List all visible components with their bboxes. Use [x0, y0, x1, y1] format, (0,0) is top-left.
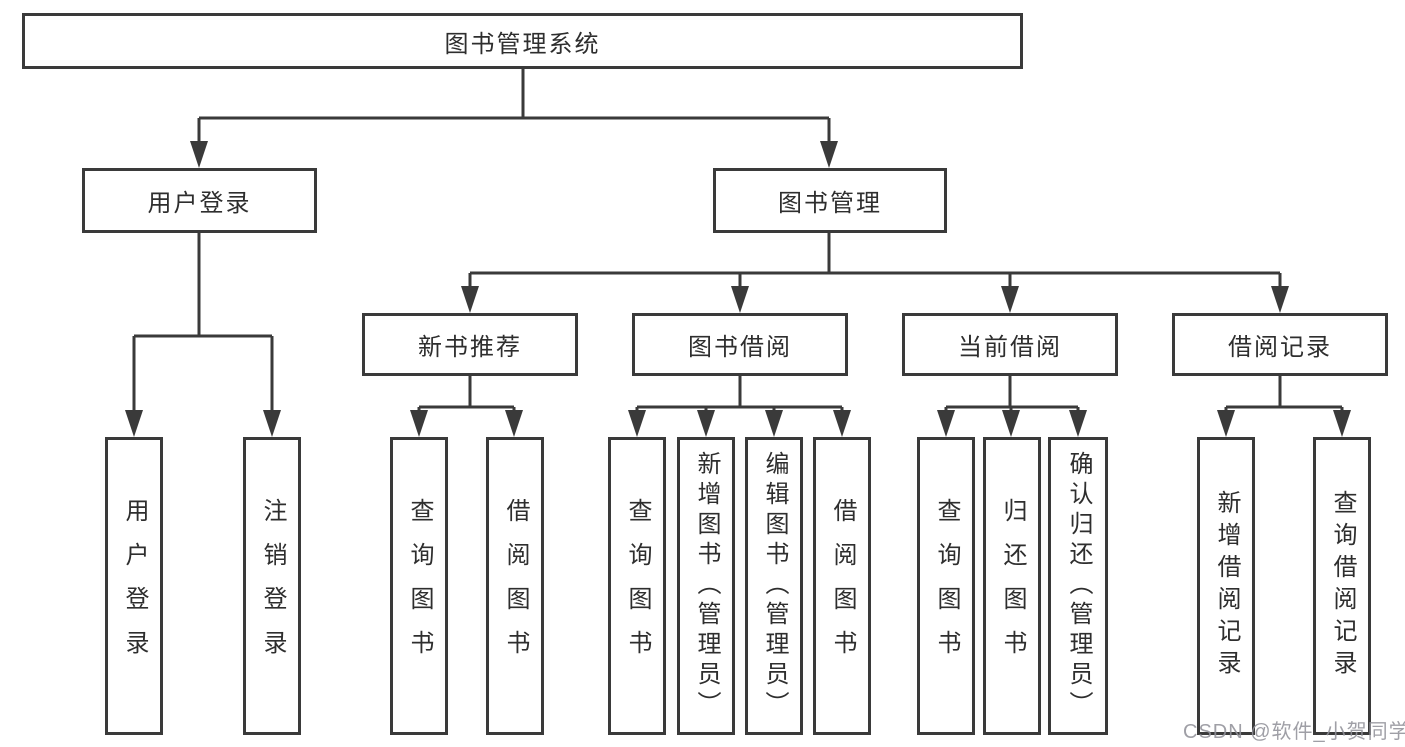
- leaf-borrow-add-admin-label: 新增图书（管理员）: [693, 451, 720, 721]
- leaf-current-search: 查询图书: [917, 437, 975, 735]
- node-current-borrow: 当前借阅: [902, 313, 1118, 376]
- node-book-management: 图书管理: [713, 168, 947, 233]
- leaf-newbook-borrow: 借阅图书: [486, 437, 544, 735]
- leaf-newbook-borrow-label: 借阅图书: [502, 498, 529, 674]
- leaf-return-book: 归还图书: [983, 437, 1041, 735]
- leaf-newbook-search: 查询图书: [390, 437, 448, 735]
- leaf-borrow-search: 查询图书: [608, 437, 666, 735]
- leaf-confirm-return-admin-label: 确认归还（管理员）: [1065, 451, 1092, 721]
- leaf-add-borrow-record-label: 新增借阅记录: [1213, 490, 1240, 682]
- node-borrow-records: 借阅记录: [1172, 313, 1388, 376]
- leaf-newbook-search-label: 查询图书: [406, 498, 433, 674]
- leaf-logout-label: 注销登录: [259, 498, 286, 674]
- node-new-book-recommend: 新书推荐: [362, 313, 578, 376]
- node-system-root-label: 图书管理系统: [444, 30, 601, 58]
- leaf-confirm-return-admin: 确认归还（管理员）: [1048, 437, 1108, 735]
- node-book-borrow-label: 图书借阅: [688, 334, 792, 361]
- connector-arrowheads: [125, 141, 1351, 437]
- leaf-borrow-edit-admin: 编辑图书（管理员）: [745, 437, 803, 735]
- leaf-return-book-label: 归还图书: [999, 498, 1026, 674]
- leaf-borrow-book-label: 借阅图书: [829, 498, 856, 674]
- node-current-borrow-label: 当前借阅: [958, 334, 1062, 361]
- leaf-user-login-label: 用户登录: [121, 498, 148, 674]
- leaf-borrow-search-label: 查询图书: [624, 498, 651, 674]
- leaf-borrow-add-admin: 新增图书（管理员）: [677, 437, 735, 735]
- node-user-login: 用户登录: [82, 168, 317, 233]
- leaf-search-borrow-record-label: 查询借阅记录: [1329, 490, 1356, 682]
- node-book-borrow: 图书借阅: [632, 313, 848, 376]
- leaf-borrow-edit-admin-label: 编辑图书（管理员）: [761, 451, 788, 721]
- leaf-search-borrow-record: 查询借阅记录: [1313, 437, 1371, 735]
- node-book-management-label: 图书管理: [778, 190, 882, 217]
- leaf-current-search-label: 查询图书: [933, 498, 960, 674]
- node-user-login-label: 用户登录: [147, 190, 252, 217]
- node-system-root: 图书管理系统: [22, 13, 1023, 69]
- node-borrow-records-label: 借阅记录: [1228, 334, 1332, 361]
- csdn-watermark: CSDN @软件_小贺同学: [1183, 721, 1405, 743]
- node-new-book-recommend-label: 新书推荐: [418, 334, 522, 361]
- leaf-logout: 注销登录: [243, 437, 301, 735]
- leaf-borrow-book: 借阅图书: [813, 437, 871, 735]
- leaf-user-login: 用户登录: [105, 437, 163, 735]
- connector-segments: [132, 69, 1344, 419]
- leaf-add-borrow-record: 新增借阅记录: [1197, 437, 1255, 735]
